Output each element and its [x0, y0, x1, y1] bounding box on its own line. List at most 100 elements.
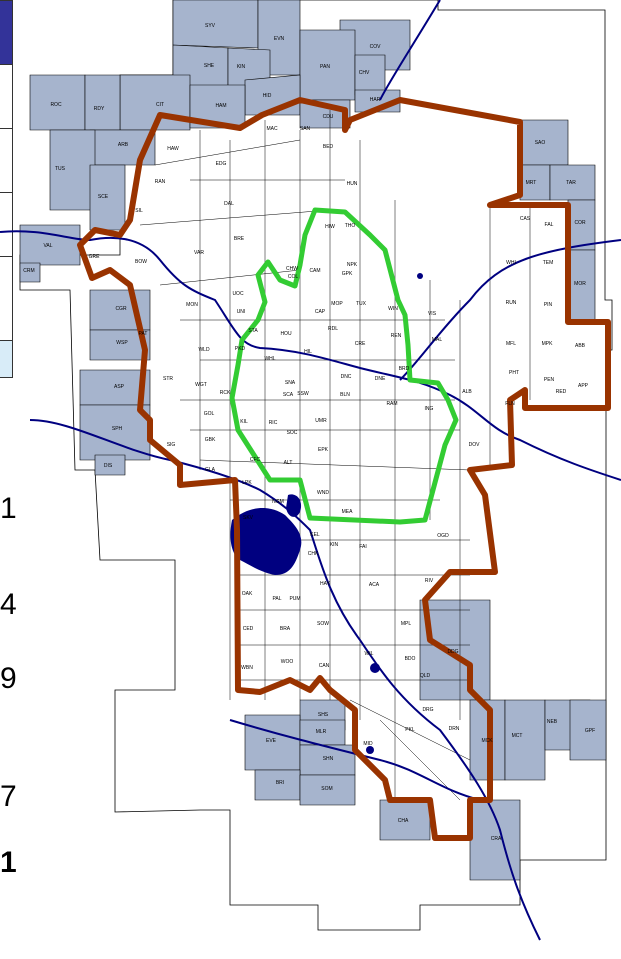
community-label: STA [248, 328, 258, 334]
community-label: VIS [428, 311, 437, 317]
community-label: SCA [283, 392, 294, 398]
community-label: WHL [264, 356, 275, 362]
community-label: BDO [405, 656, 416, 662]
community-label: HAR [370, 97, 381, 103]
community-label: DAL [224, 201, 234, 207]
community-label: BRE [234, 236, 245, 242]
community-label: PIN [544, 302, 553, 308]
community-label: MAC [266, 126, 278, 132]
community-label: ASP [114, 384, 125, 390]
community-label: RAM [386, 401, 397, 407]
community-label: PHT [509, 370, 519, 376]
community-label: WHI [506, 260, 516, 266]
community-label: ALT [284, 460, 293, 466]
community-label: MCT [512, 733, 523, 739]
boundary-line [379, 719, 461, 801]
community-label: GBK [205, 437, 216, 443]
community-label: HIW [325, 224, 335, 230]
community-label: KIN [237, 64, 246, 70]
fish-creek [229, 719, 481, 801]
community-label: PKD [235, 346, 246, 352]
community-label: MON [186, 302, 198, 308]
community-label: PKL [405, 727, 415, 733]
community-label: HAW [167, 146, 179, 152]
community-label: EDG [216, 161, 227, 167]
community-label: TAR [566, 180, 576, 186]
community-label: HOU [280, 331, 292, 337]
community-label: MAL [432, 337, 443, 343]
community-label: TUS [55, 166, 66, 172]
community-label: SHS [318, 712, 329, 718]
east-river [399, 239, 621, 381]
community-label: DRN [449, 726, 460, 732]
community-label: MOP [331, 301, 343, 307]
district-gpf [569, 699, 607, 761]
community-label: NPK [347, 262, 358, 268]
pond [366, 746, 374, 754]
district-dis [94, 454, 126, 476]
community-label: PUM [289, 596, 300, 602]
district-syv [172, 0, 259, 49]
community-label: BOW [135, 259, 147, 265]
boundary-line [199, 459, 471, 471]
community-label: CHK [308, 551, 319, 557]
community-label: HAM [215, 103, 226, 109]
community-label: UMR [315, 418, 327, 424]
community-label: EPK [318, 447, 329, 453]
district-val [19, 224, 81, 266]
community-label: TUX [356, 301, 367, 307]
community-label: SHE [204, 63, 215, 69]
district-rdy [84, 74, 121, 131]
community-label: SAN [300, 126, 311, 132]
bow-river [0, 230, 621, 481]
community-label: DIS [104, 463, 113, 469]
community-label: CHV [359, 70, 370, 76]
district-mct [504, 699, 546, 781]
community-label: HIL [304, 349, 312, 355]
community-label: PAL [272, 596, 281, 602]
community-label: WND [317, 490, 329, 496]
community-label: GPF [585, 728, 595, 734]
community-label: HUN [347, 181, 358, 187]
community-label: CDU [323, 114, 334, 120]
community-label: SSW [297, 391, 309, 397]
community-label: ALB [462, 389, 472, 395]
inner-city-boundary [229, 207, 459, 525]
community-label: WOO [281, 659, 294, 665]
community-label: WLD [198, 347, 210, 353]
community-label: QLD [420, 673, 431, 679]
side-number: 7 [0, 780, 17, 813]
community-label: GLA [205, 467, 216, 473]
community-label: COV [370, 44, 382, 50]
community-label: NGM [272, 499, 284, 505]
community-label: SHN [323, 756, 334, 762]
pond [417, 273, 423, 279]
community-label: DDG [447, 649, 458, 655]
community-label: BRD [399, 366, 410, 372]
city-limit-boundary [77, 97, 611, 841]
community-label: ING [425, 406, 434, 412]
community-label: APP [578, 383, 589, 389]
community-label: SAO [535, 140, 546, 146]
community-label: MLR [316, 729, 327, 735]
community-label: SNA [285, 380, 296, 386]
community-label: VAL [43, 243, 52, 249]
community-label: CRM [23, 268, 34, 274]
community-label: MEA [342, 509, 354, 515]
community-label: CIT [156, 102, 164, 108]
district-sph [79, 404, 151, 461]
community-label: THO [345, 223, 356, 229]
community-label: DRG [422, 707, 433, 713]
community-label: SIL [135, 208, 143, 214]
community-label: KEL [310, 532, 320, 538]
community-label: BRA [280, 626, 291, 632]
community-label: MOR [574, 281, 586, 287]
community-label: RIC [269, 420, 278, 426]
community-label: PEN [544, 377, 555, 383]
community-label: DOV [469, 442, 481, 448]
community-label: GRE [89, 254, 101, 260]
community-label: MPL [401, 621, 412, 627]
community-label: UOC [232, 291, 244, 297]
